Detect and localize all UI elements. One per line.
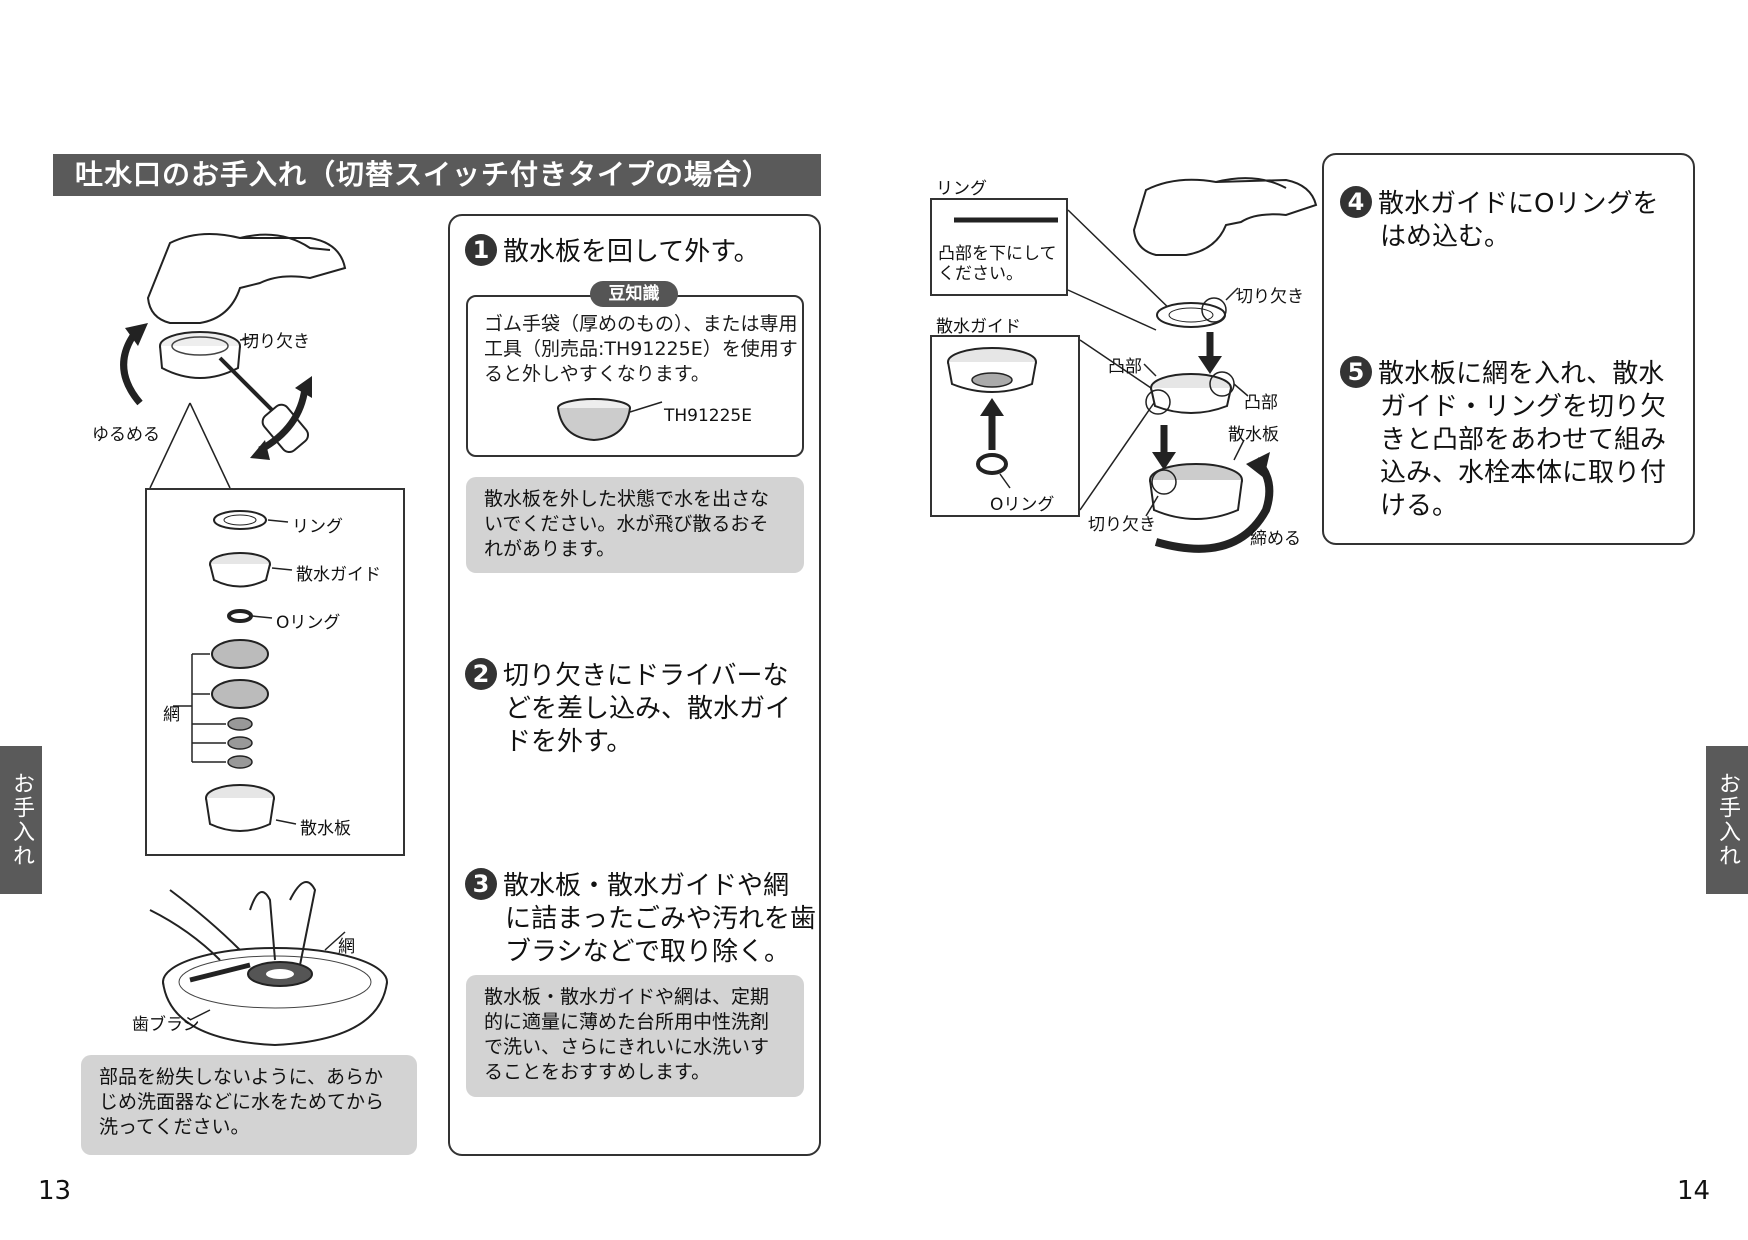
brush-label: 歯ブラシ <box>132 1010 200 1035</box>
boss-label-1: 凸部 <box>1108 352 1142 377</box>
step-4-number: 4 <box>1340 186 1372 218</box>
page-number-left: 13 <box>38 1176 71 1206</box>
step-1-number: 1 <box>465 234 497 266</box>
step-1-text: 散水板を回して外す。 <box>503 237 760 267</box>
net-label-2: 網 <box>338 932 355 957</box>
loosen-label: ゆるめる <box>92 420 160 445</box>
step-3-number: 3 <box>465 868 497 900</box>
notch-label: 切り欠き <box>242 327 310 352</box>
exploded-view-frame <box>145 488 405 856</box>
net-label: 網 <box>163 700 180 725</box>
boss-label-2: 凸部 <box>1244 388 1278 413</box>
step-2-text: 切り欠きにドライバーな <box>503 661 788 691</box>
step-4-text: 散水ガイドにOリングを <box>1378 189 1658 219</box>
tighten-label: 締める <box>1250 524 1301 549</box>
oring-label-right: Oリング <box>990 490 1054 515</box>
plate-label: 散水板 <box>300 814 351 839</box>
guide-label-right: 散水ガイド <box>936 312 1021 337</box>
side-tab-right: お手入れ <box>1706 746 1748 894</box>
ring-label: リング <box>292 512 343 537</box>
step-4-text-cont: はめ込む。 <box>1340 221 1685 254</box>
step-2-text-cont: どを差し込み、散水ガイドを外す。 <box>465 693 815 759</box>
side-tab-left: お手入れ <box>0 746 42 894</box>
notch-label-top: 切り欠き <box>1236 282 1304 307</box>
step-3-text-cont: に詰まったごみや汚れを歯ブラシなどで取り除く。 <box>465 903 820 969</box>
oring-label: Oリング <box>276 608 340 633</box>
left-note: 部品を紛失しないように、あらかじめ洗面器などに水をためてから洗ってください。 <box>81 1055 417 1155</box>
guide-label: 散水ガイド <box>296 560 381 585</box>
tip-label: 豆知識 <box>590 281 678 307</box>
tool-icon <box>556 398 636 443</box>
note-3: 散水板・散水ガイドや網は、定期的に適量に薄めた台所用中性洗剤で洗い、さらにきれい… <box>466 975 804 1097</box>
note-1: 散水板を外した状態で水を出さないでください。水が飛び散るおそれがあります。 <box>466 477 804 573</box>
tip-text: ゴム手袋（厚めのもの）、または専用工具（別売品:TH91225E）を使用すると外… <box>484 312 804 387</box>
tool-label: TH91225E <box>664 406 752 426</box>
ring-detail <box>952 210 1062 230</box>
step-5-text: 散水板に網を入れ、散水 <box>1378 359 1664 389</box>
notch-label-bottom: 切り欠き <box>1088 510 1156 535</box>
step-2-number: 2 <box>465 658 497 690</box>
ring-note: 凸部を下にしてください。 <box>938 244 1066 284</box>
page-number-right: 14 <box>1677 1176 1710 1206</box>
page-title: 吐水口のお手入れ（切替スイッチ付きタイプの場合） <box>53 154 821 196</box>
step-5-text-cont: ガイド・リングを切り欠きと凸部をあわせて組み込み、水栓本体に取り付ける。 <box>1340 391 1685 523</box>
plate-label-right: 散水板 <box>1228 420 1279 445</box>
guide-detail <box>930 340 1080 515</box>
ring-label-right: リング <box>936 174 987 199</box>
step-3-text: 散水板・散水ガイドや網 <box>503 871 789 901</box>
step-5-number: 5 <box>1340 356 1372 388</box>
